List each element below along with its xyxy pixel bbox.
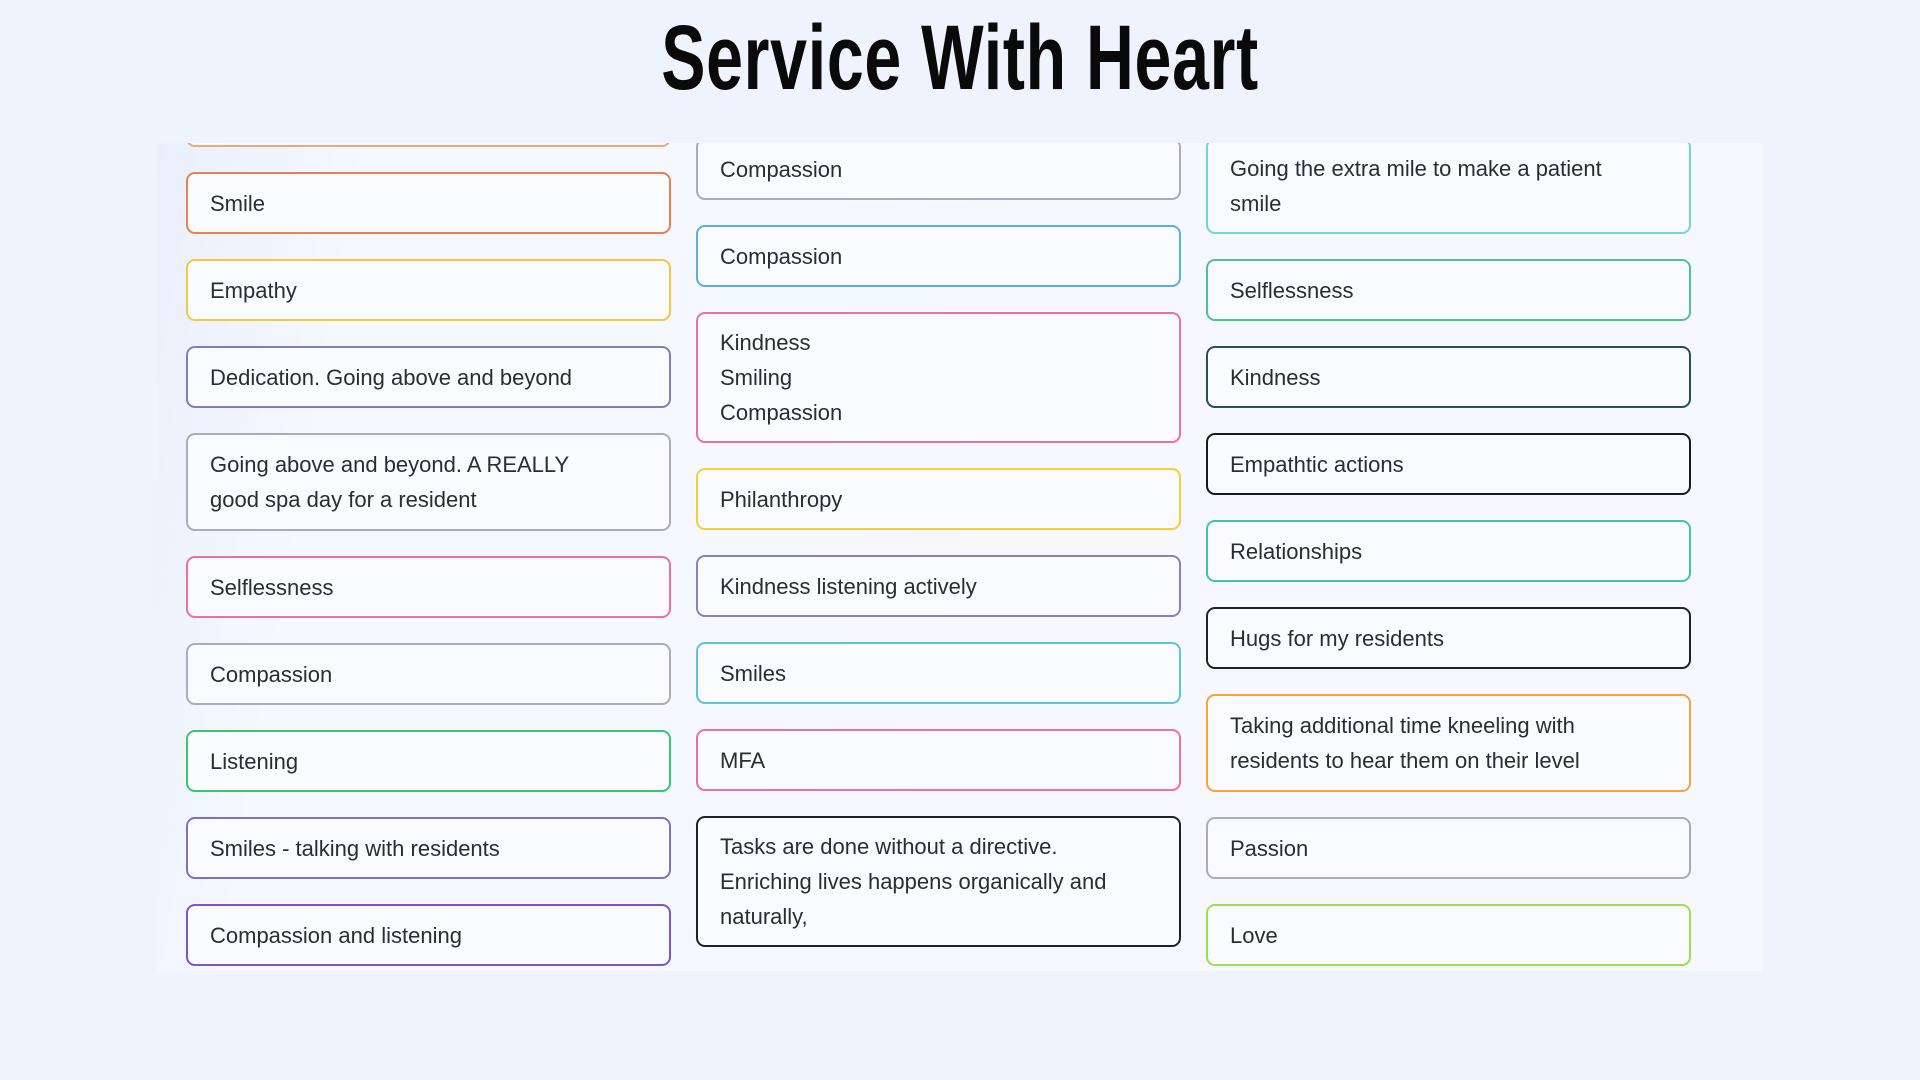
response-card: Tasks are done without a directive. Enri… <box>696 816 1181 947</box>
response-card: Empathy <box>186 259 671 321</box>
response-card: MFA <box>696 729 1181 791</box>
response-card: Compassion and listening <box>186 904 671 966</box>
response-card: Smiles - talking with residents <box>186 817 671 879</box>
title-text: Service With Heart <box>661 7 1259 109</box>
page-title: Service With Heart <box>0 8 1920 108</box>
response-card: Kindness Smiling Compassion <box>696 312 1181 443</box>
response-card: Relationships <box>1206 520 1691 582</box>
response-card: Going the extra mile to make a patient s… <box>1206 143 1691 234</box>
response-card: Selflessness <box>1206 259 1691 321</box>
response-card: Listening <box>186 730 671 792</box>
column-3: Going the extra mile to make a patient s… <box>1206 143 1691 966</box>
response-card: Philanthropy <box>696 468 1181 530</box>
response-card: Empathtic actions <box>1206 433 1691 495</box>
response-card: Going above and beyond. A REALLY good sp… <box>186 433 671 531</box>
response-card: Passion <box>1206 817 1691 879</box>
response-card: Kindness <box>1206 346 1691 408</box>
response-card <box>186 143 671 147</box>
response-card: Compassion <box>696 143 1181 200</box>
response-card: Smiles <box>696 642 1181 704</box>
response-card: Dedication. Going above and beyond <box>186 346 671 408</box>
response-card: Love <box>1206 904 1691 966</box>
response-card: Selflessness <box>186 556 671 618</box>
response-card: Kindness listening actively <box>696 555 1181 617</box>
response-card: Compassion <box>696 225 1181 287</box>
response-card: Taking additional time kneeling with res… <box>1206 694 1691 792</box>
response-card: Compassion <box>186 643 671 705</box>
response-card: Hugs for my residents <box>1206 607 1691 669</box>
response-card: Smile <box>186 172 671 234</box>
